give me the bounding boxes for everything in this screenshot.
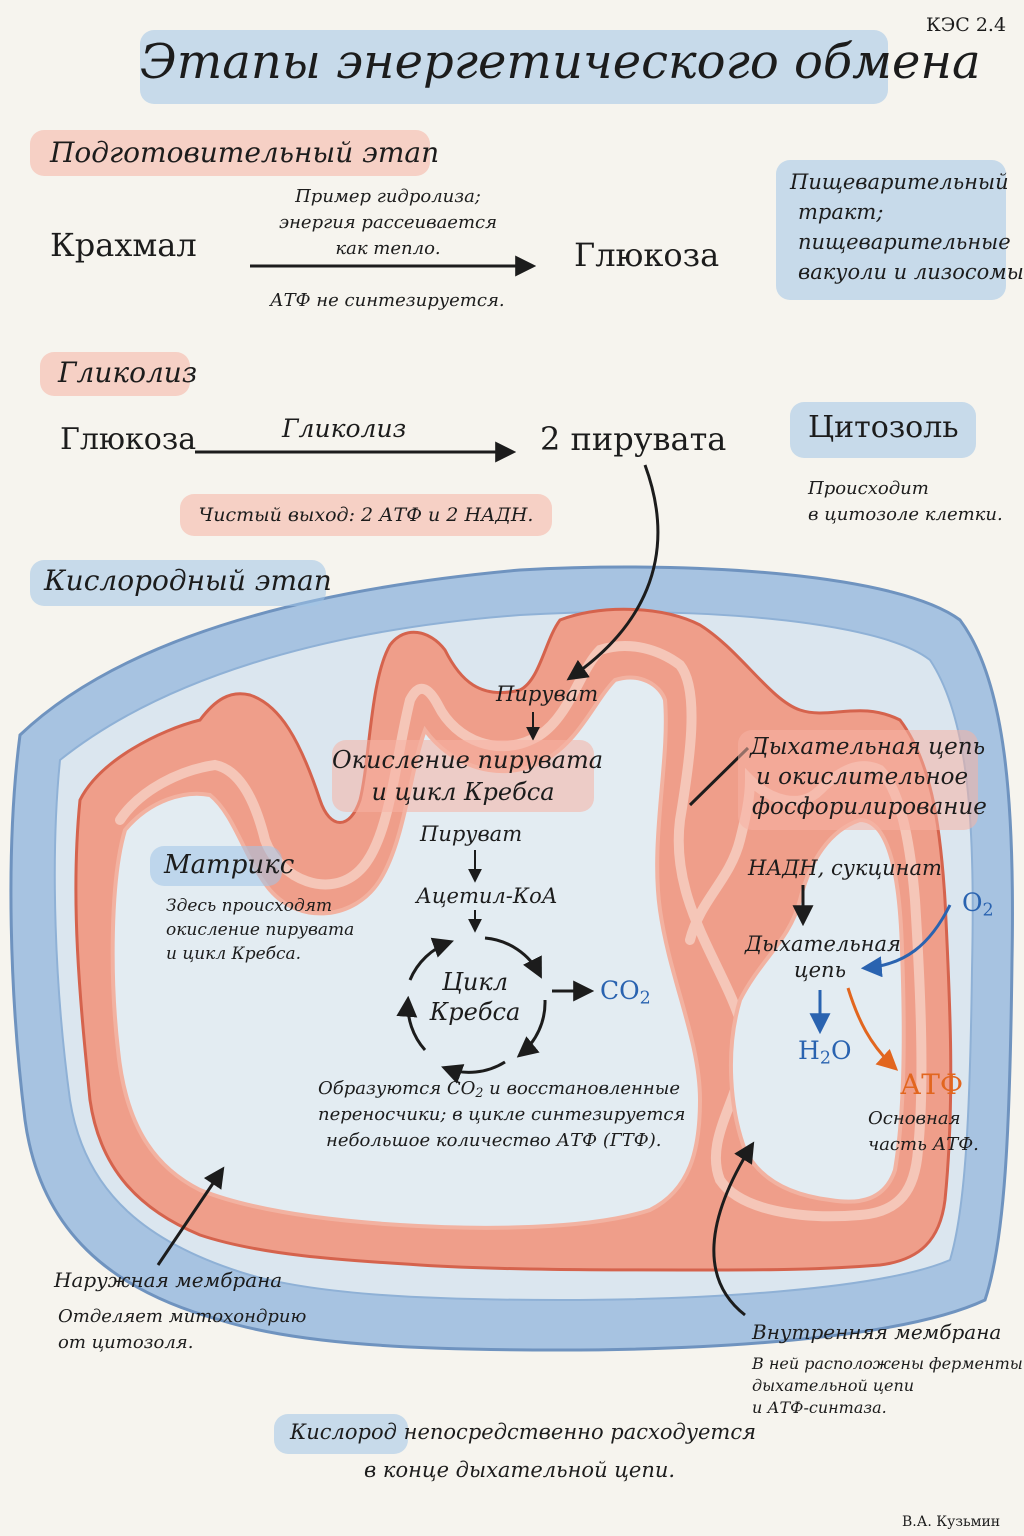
glycolysis-from: Глюкоза: [60, 422, 197, 457]
outer-membrane-note-1: Отделяет митохондрию: [58, 1306, 307, 1327]
inner-membrane-note-1: В ней расположены ферменты: [752, 1354, 1023, 1373]
glycolysis-arrow-label: Гликолиз: [282, 414, 407, 443]
pyruvate-top: Пируват: [496, 682, 599, 706]
glycolysis-heading-highlight: [40, 352, 190, 396]
prep-location-3: пищеварительные: [798, 230, 1011, 254]
prep-location-highlight: [776, 160, 1006, 300]
chain-heading-1: Дыхательная цепь: [750, 734, 986, 760]
title-highlight: [140, 30, 888, 104]
code-label: КЭС 2.4: [926, 14, 1007, 36]
author-signature: В.А. Кузьмин: [902, 1514, 1001, 1530]
glycolysis-heading: Гликолиз: [58, 356, 198, 389]
prep-from: Крахмал: [50, 226, 197, 264]
prep-note-3: как тепло.: [335, 238, 441, 259]
net-yield: Чистый выход: 2 АТФ и 2 НАДН.: [198, 504, 534, 526]
chain-heading-3: фосфорилирование: [752, 794, 987, 820]
prep-location-1: Пищеварительный: [790, 170, 1009, 194]
krebs-cycle-2: Кребса: [429, 998, 521, 1026]
matrix-heading: Матрикс: [164, 850, 295, 880]
krebs-cycle-arrows: [396, 936, 547, 1084]
matrix-note-3: и цикл Кребса.: [166, 944, 302, 964]
matrix-note-2: окисление пирувата: [166, 920, 355, 940]
krebs-heading-1: Окисление пирувата: [332, 746, 604, 774]
chain-label-2: цепь: [793, 958, 847, 982]
krebs-cycle-1: Цикл: [442, 968, 508, 996]
inner-membrane-note-3: и АТФ-синтаза.: [752, 1398, 887, 1417]
outer-membrane-note-2: от цитозоля.: [58, 1332, 194, 1353]
prep-to: Глюкоза: [574, 236, 720, 274]
prep-heading-highlight: [30, 130, 430, 176]
chain-label-1: Дыхательная: [745, 932, 901, 956]
atp-note-2: часть АТФ.: [868, 1134, 979, 1155]
krebs-heading-highlight: [332, 740, 594, 812]
h2o-label: H2O: [798, 1036, 852, 1069]
cytosol-highlight: [790, 402, 976, 458]
inner-membrane-note-2: дыхательной цепи: [752, 1376, 915, 1395]
prep-heading: Подготовительный этап: [50, 136, 440, 169]
atp-label: АТФ: [900, 1068, 964, 1101]
atp-note-1: Основная: [868, 1108, 961, 1129]
final-note-1: Кислород непосредственно расходуется: [290, 1420, 757, 1444]
krebs-note-3: небольшое количество АТФ (ГТФ).: [326, 1130, 662, 1151]
matrix-heading-highlight: [150, 846, 282, 886]
cytosol-note-2: в цитозоле клетки.: [808, 504, 1003, 525]
final-note-2: в конце дыхательной цепи.: [364, 1458, 676, 1482]
net-yield-highlight: [180, 494, 552, 536]
prep-note-1: Пример гидролиза;: [295, 186, 481, 207]
co2-label: CO2: [600, 976, 651, 1009]
oxygen-heading: Кислородный этап: [44, 564, 332, 597]
chain-heading-2: и окислительное: [756, 764, 969, 790]
chain-heading-highlight: [738, 730, 978, 830]
cytosol-note-1: Происходит: [808, 478, 929, 499]
matrix-note-1: Здесь происходят: [166, 896, 333, 916]
acetyl-coa: Ацетил-КоА: [416, 884, 558, 908]
prep-atp-note: АТФ не синтезируется.: [270, 290, 505, 311]
prep-location-4: вакуоли и лизосомы: [798, 260, 1024, 284]
outer-pointer: [156, 1166, 225, 1266]
prep-location-2: тракт;: [798, 200, 884, 224]
final-highlight: [274, 1414, 408, 1454]
inner-membrane-heading: Внутренняя мембрана: [752, 1320, 1002, 1344]
outer-membrane-heading: Наружная мембрана: [54, 1268, 283, 1292]
o2-label: O2: [962, 888, 994, 921]
oxygen-heading-highlight: [30, 560, 326, 606]
chain-input: НАДН, сукцинат: [748, 856, 942, 880]
krebs-pyruvate: Пируват: [420, 822, 523, 846]
krebs-note-1: Образуются CO2 и восстановленные: [318, 1078, 681, 1101]
inner-pointer: [712, 1141, 755, 1317]
matrix-area: [110, 675, 703, 1230]
glycolysis-to: 2 пирувата: [540, 420, 727, 458]
cytosol-label: Цитозоль: [808, 410, 959, 445]
pyruvate-arrow: [566, 464, 660, 681]
krebs-note-2: переносчики; в цикле синтезируется: [318, 1104, 686, 1125]
o2-arrow: [860, 904, 952, 978]
krebs-heading-2: и цикл Кребса: [371, 778, 555, 806]
prep-note-2: энергия рассеивается: [278, 212, 498, 233]
page-title: Этапы энергетического обмена: [140, 34, 981, 90]
atp-arrow: [846, 987, 899, 1071]
